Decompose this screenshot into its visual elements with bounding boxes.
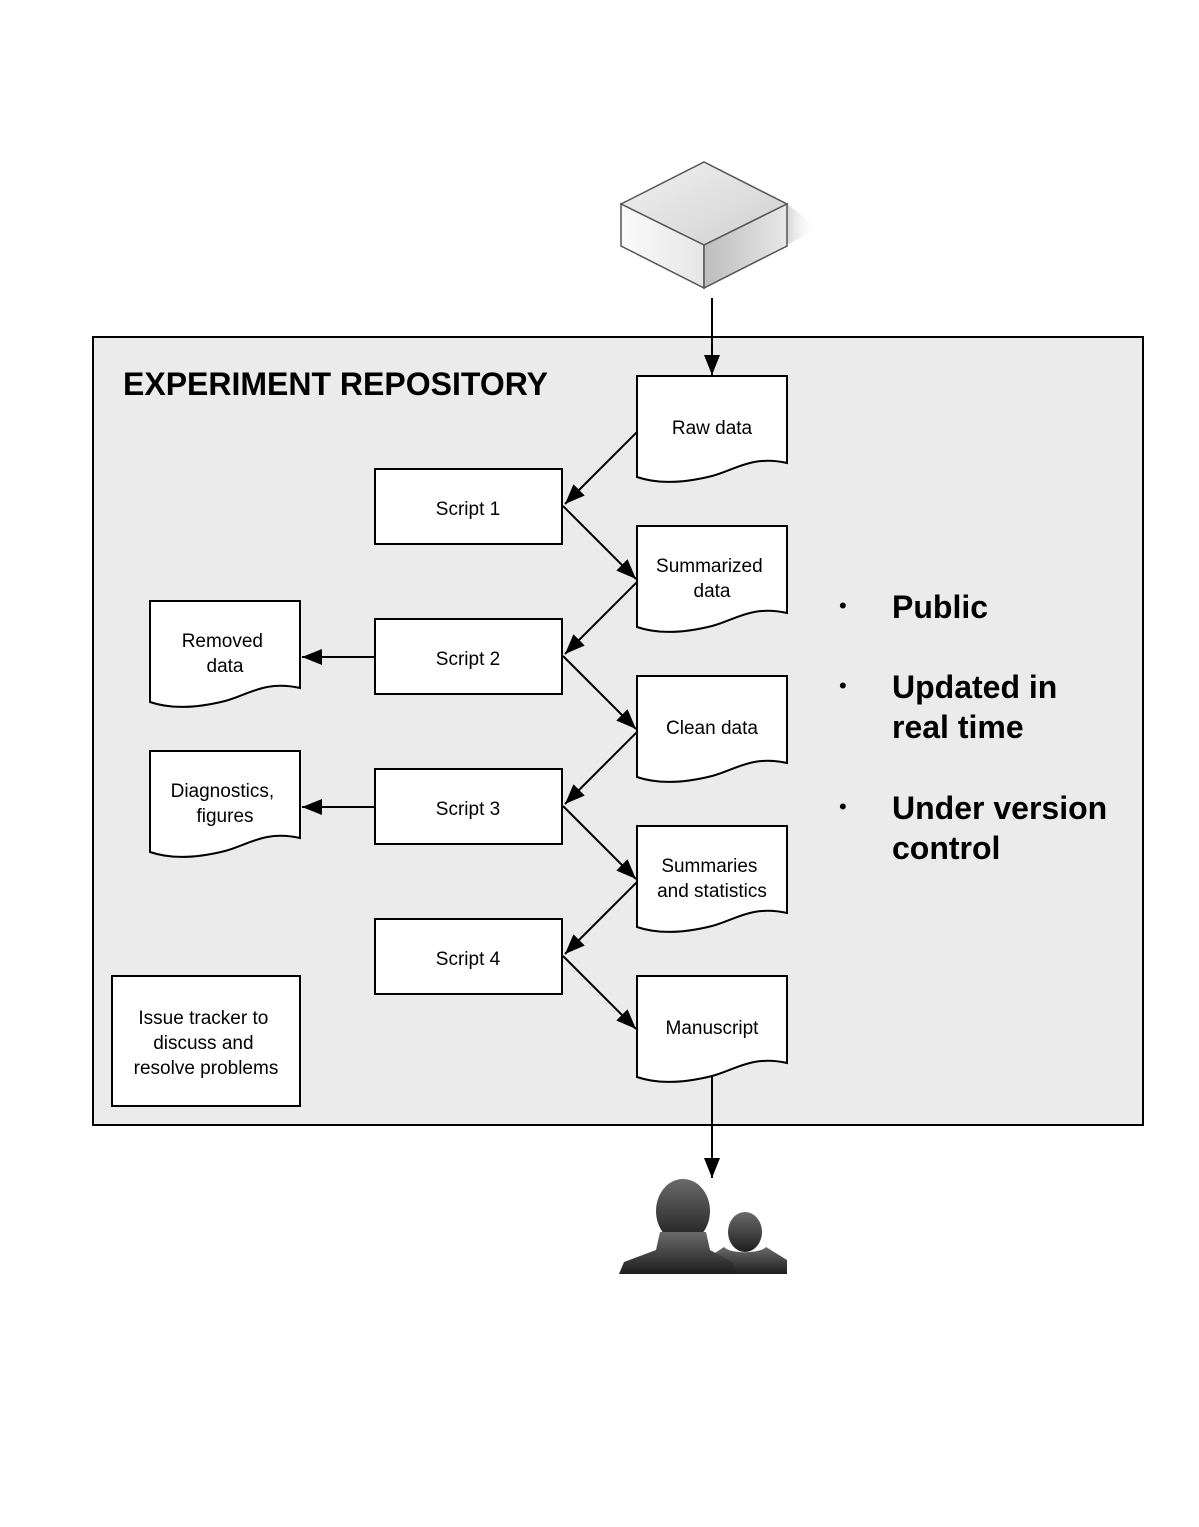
doc-removed-data-label: Removed data: [182, 631, 269, 677]
doc-raw-data-label: Raw data: [672, 418, 753, 439]
doc-raw-data: Raw data: [636, 375, 788, 483]
doc-summaries-statistics-label: Summaries and statistics: [657, 856, 767, 902]
script-4-label: Script 4: [436, 949, 501, 970]
repository-title: EXPERIMENT REPOSITORY: [123, 366, 548, 402]
script-3-box: Script 3: [374, 768, 563, 845]
doc-diagnostics-figures-label: Diagnostics, figures: [171, 781, 280, 827]
arrow-script1-to-summarized: [562, 505, 637, 580]
bullet-item-version-control: • Under version control: [839, 790, 1116, 866]
arrow-clean-to-script3: [564, 731, 638, 805]
arrow-summaries-to-script4: [564, 881, 638, 955]
doc-summarized-data: Summarized data: [636, 525, 788, 633]
bullet-dot: •: [839, 794, 847, 819]
doc-summaries-statistics: Summaries and statistics: [636, 825, 788, 933]
arrow-script3-to-summaries: [562, 805, 637, 880]
flow-arrows: [302, 431, 720, 1178]
script-1-box: Script 1: [374, 468, 563, 545]
doc-manuscript: Manuscript: [636, 975, 788, 1083]
arrow-script2-to-clean: [562, 655, 637, 730]
doc-manuscript-label: Manuscript: [666, 1018, 760, 1039]
doc-clean-data: Clean data: [636, 675, 788, 783]
bullet-item-public: • Public: [839, 589, 988, 625]
bullet-text: Public: [892, 589, 988, 625]
bullet-text: Under version control: [892, 790, 1116, 866]
doc-summarized-data-label: Summarized data: [656, 556, 768, 602]
bullet-dot: •: [839, 673, 847, 698]
bullet-item-updated: • Updated in real time: [839, 669, 1066, 745]
people-icon: [619, 1179, 787, 1274]
bullet-list: • Public • Updated in real time • Under …: [839, 589, 1116, 866]
bullet-text: Updated in real time: [892, 669, 1066, 745]
arrow-raw-to-script1: [564, 431, 638, 505]
script-2-box: Script 2: [374, 618, 563, 695]
database-box-icon: [619, 161, 818, 290]
script-2-label: Script 2: [436, 649, 500, 670]
script-4-box: Script 4: [374, 918, 563, 995]
issue-tracker-label: Issue tracker to discuss and resolve pro…: [134, 1008, 279, 1079]
doc-clean-data-label: Clean data: [666, 718, 758, 739]
arrow-script4-to-manuscript: [562, 955, 637, 1030]
doc-diagnostics-figures: Diagnostics, figures: [149, 750, 301, 858]
script-3-label: Script 3: [436, 799, 500, 820]
bullet-dot: •: [839, 593, 847, 618]
issue-tracker-box: Issue tracker to discuss and resolve pro…: [111, 975, 301, 1107]
script-1-label: Script 1: [436, 499, 500, 520]
arrow-summarized-to-script2: [564, 581, 638, 655]
doc-removed-data: Removed data: [149, 600, 301, 708]
